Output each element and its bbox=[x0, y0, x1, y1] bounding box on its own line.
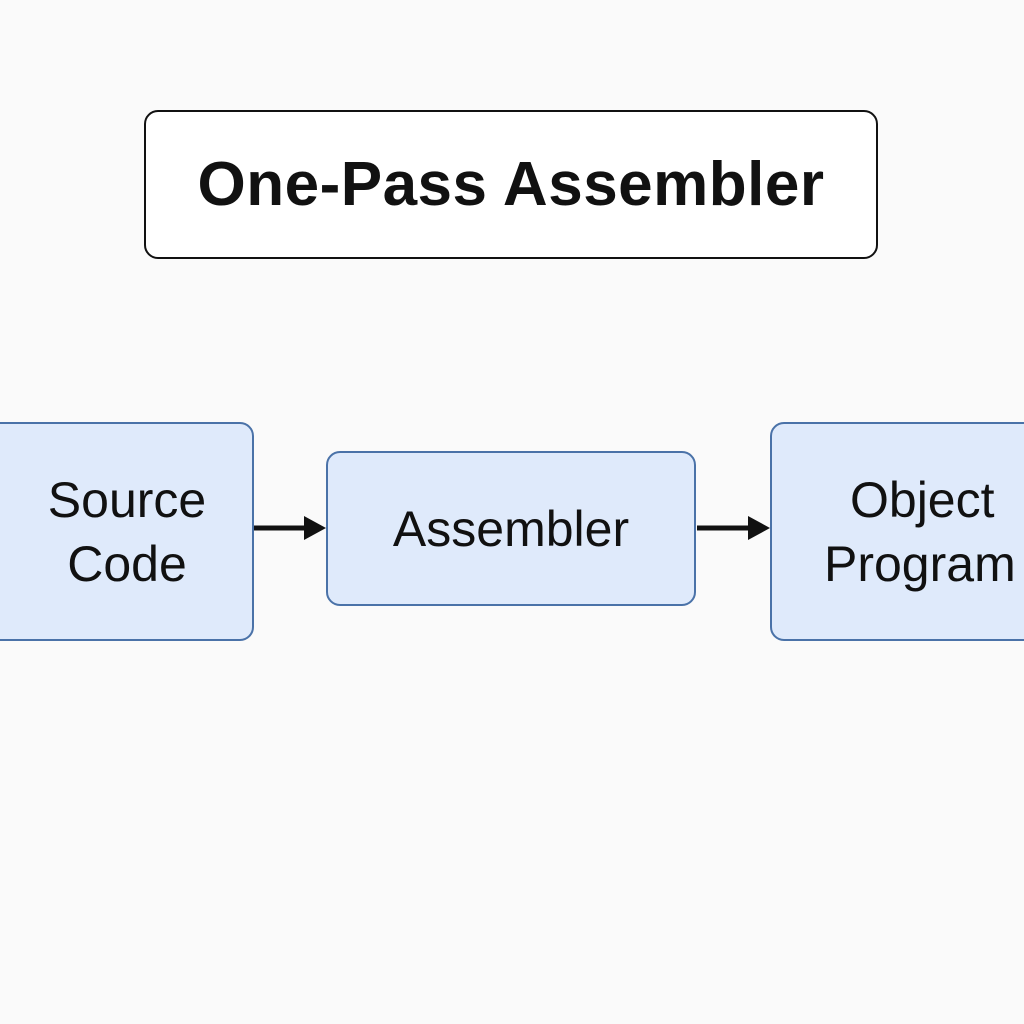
arrow-assembler-to-object bbox=[697, 516, 770, 540]
assembler-node: Assembler bbox=[326, 451, 696, 606]
object-program-label-line1: Object bbox=[850, 471, 995, 528]
source-code-node: Source Code bbox=[0, 422, 254, 641]
title-box: One-Pass Assembler bbox=[144, 110, 878, 259]
object-program-node: Object Program bbox=[770, 422, 1024, 641]
object-program-label-line2: Program bbox=[824, 535, 1016, 592]
arrow-source-to-assembler bbox=[254, 516, 326, 540]
assembler-label: Assembler bbox=[392, 500, 630, 557]
source-code-label-line1: Source bbox=[47, 471, 207, 528]
source-code-label-line2: Code bbox=[67, 535, 187, 592]
diagram-title: One-Pass Assembler bbox=[197, 150, 825, 219]
